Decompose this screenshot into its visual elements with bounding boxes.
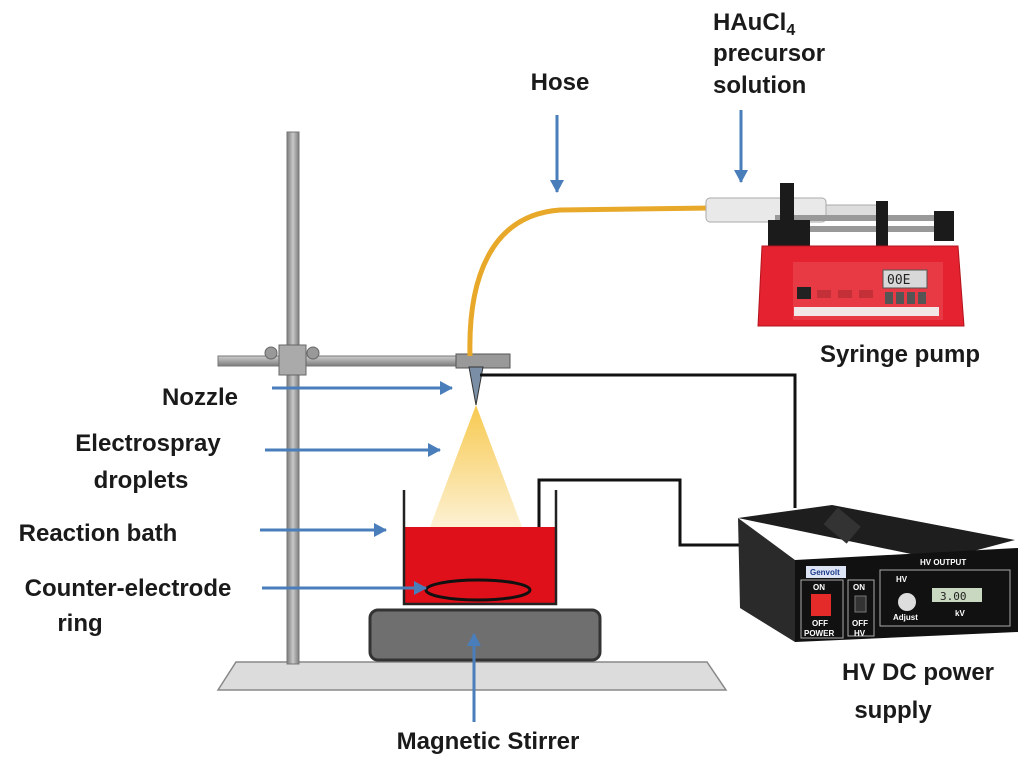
hv-on-label: ON [853, 583, 865, 592]
stand-base [216, 661, 728, 691]
nozzle-holder [455, 353, 511, 369]
kv-display: 3.00 [940, 590, 967, 603]
electrospray-cone [430, 405, 522, 527]
electrospray-label-line1: Electrospray [75, 430, 221, 457]
pump-display: 00E [887, 273, 910, 288]
reaction-bath-label: Reaction bath [19, 520, 178, 547]
hose-label: Hose [531, 69, 590, 96]
nozzle-wire [480, 373, 797, 508]
kv-label: kV [955, 609, 965, 618]
power-off-label: OFF [812, 619, 828, 628]
syringe-pump-label: Syringe pump [820, 341, 980, 368]
precursor-label-line2: precursor [713, 40, 825, 67]
brand-label: Genvolt [810, 568, 840, 577]
nozzle-label: Nozzle [162, 384, 238, 411]
magnetic-stirrer [368, 608, 602, 662]
power-label: POWER [804, 629, 834, 638]
hv-output-label: HV OUTPUT [920, 558, 966, 567]
hose [467, 205, 713, 357]
power-supply-label-line1: HV DC power [842, 659, 994, 686]
hv-knob-label: HV [896, 575, 908, 584]
adjust-label: Adjust [893, 613, 918, 622]
electrode-wire [537, 478, 742, 594]
precursor-label-line3: solution [713, 72, 806, 99]
hv-power-supply: Genvolt HV OUTPUT ON OFF POWER ON OFF HV… [738, 505, 1018, 642]
hv-adjust-knob[interactable] [898, 593, 916, 611]
hv-switch[interactable] [854, 595, 867, 613]
electrospray-label-line2: droplets [94, 467, 189, 494]
stand-clamp [264, 344, 320, 376]
beaker [402, 490, 558, 606]
counter-electrode-label-line1: Counter-electrode [25, 575, 232, 602]
power-switch[interactable] [811, 594, 831, 616]
power-supply-label-line2: supply [854, 697, 932, 724]
magnetic-stirrer-label: Magnetic Stirrer [397, 728, 580, 755]
syringe-pump: 00E [705, 183, 965, 327]
precursor-label-line1: HAuCl4 [713, 9, 795, 39]
hv-label: HV [854, 629, 866, 638]
nozzle [468, 366, 484, 406]
stand-rod [286, 131, 300, 665]
counter-electrode-label-line2: ring [57, 610, 102, 637]
power-on-label: ON [813, 583, 825, 592]
hv-off-label: OFF [852, 619, 868, 628]
